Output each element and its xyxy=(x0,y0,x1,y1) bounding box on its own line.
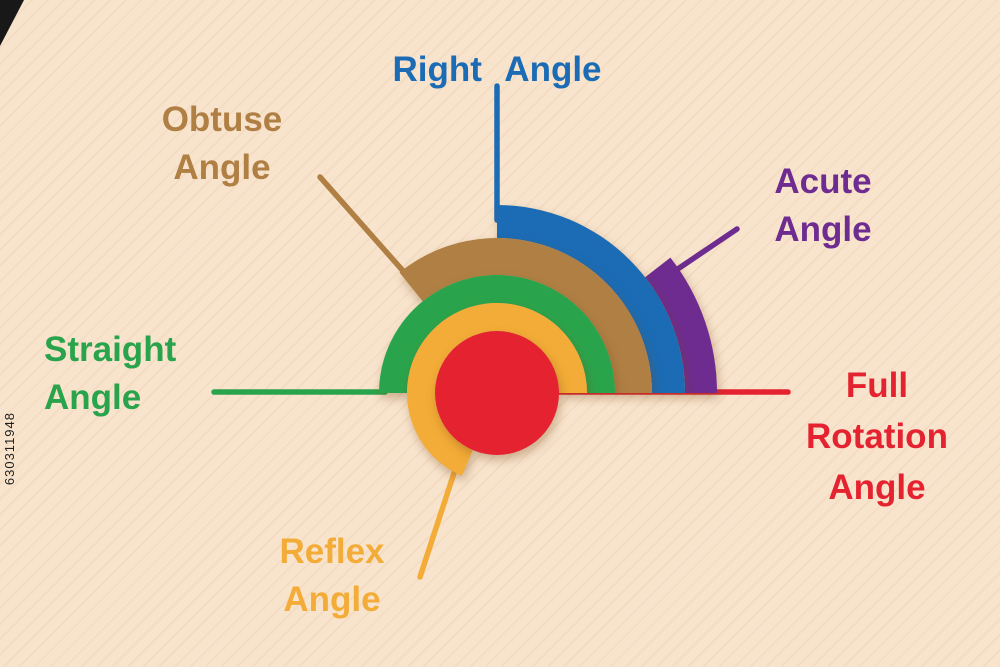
full-rotation-angle-label-line3: Angle xyxy=(828,468,926,507)
obtuse-angle-label: Obtuse Angle xyxy=(112,96,332,192)
reflex-sector xyxy=(407,302,587,476)
straight-angle-label-line1: Straight xyxy=(44,330,177,369)
obtuse-angle-label-line2: Angle xyxy=(173,148,271,187)
straight-sector xyxy=(379,275,615,393)
full-rotation-angle-label-line2: Rotation xyxy=(806,417,948,456)
straight-angle-label-line2: Angle xyxy=(44,378,142,417)
reflex-angle-label-line1: Reflex xyxy=(279,532,385,571)
full-rotation-angle-label-line1: Full xyxy=(845,366,909,405)
reflex-angle-label: Reflex Angle xyxy=(227,528,437,624)
acute-angle-label-line2: Angle xyxy=(774,210,872,249)
reflex-angle-connector xyxy=(417,467,458,580)
full_rotation-sector xyxy=(435,331,559,455)
acute-sector xyxy=(645,257,717,393)
acute-angle-label: Acute Angle xyxy=(713,158,933,254)
full-rotation-angle-label: Full Rotation Angle xyxy=(782,360,972,513)
right-angle-label: Right Angle xyxy=(297,46,697,94)
reflex-angle-label-line2: Angle xyxy=(283,580,381,619)
right-angle-label-line1: Right Angle xyxy=(392,50,602,89)
stock-id-watermark: 630311948 xyxy=(2,412,17,486)
obtuse-angle-label-line1: Obtuse xyxy=(161,100,283,139)
straight-angle-label: Straight Angle xyxy=(44,326,264,422)
obtuse-sector xyxy=(399,237,653,393)
acute-angle-label-line1: Acute xyxy=(774,162,872,201)
right-sector xyxy=(497,205,685,393)
angle-sectors-group xyxy=(379,205,717,476)
obtuse-angle-connector xyxy=(317,174,407,275)
